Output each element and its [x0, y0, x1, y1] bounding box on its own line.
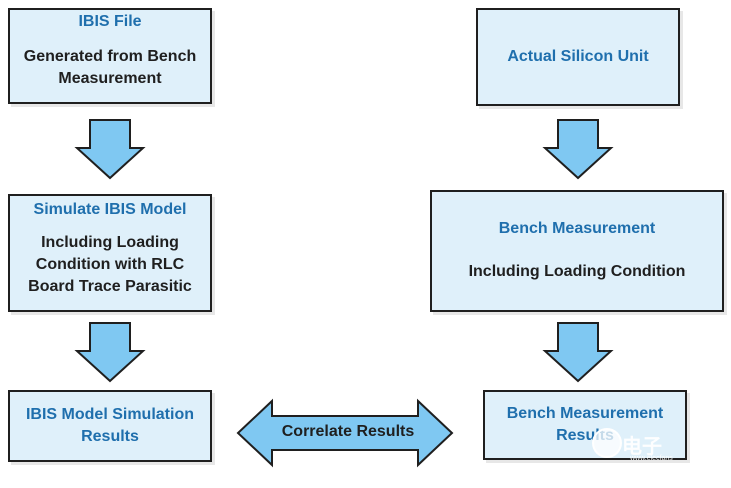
double-arrow-icon	[236, 398, 454, 468]
ibis-file-body: Generated from Bench Measurement	[23, 48, 197, 87]
simulate-ibis-title: Simulate IBIS Model	[33, 201, 187, 218]
ibis-file-title: IBIS File	[78, 13, 142, 30]
bench-measurement-body: Including Loading Condition	[468, 263, 686, 280]
actual-silicon-box: Actual Silicon Unit	[476, 8, 680, 106]
ibis-results-box: IBIS Model Simulation Results	[8, 390, 212, 462]
bench-measurement-box: Bench Measurement Including Loading Cond…	[430, 190, 724, 312]
watermark-subtext: www.elecfans	[630, 455, 673, 462]
down-arrow-icon	[74, 119, 146, 180]
down-arrow-icon	[542, 322, 614, 383]
simulate-ibis-box: Simulate IBIS Model Including Loading Co…	[8, 194, 212, 312]
down-arrow-icon	[542, 119, 614, 180]
ibis-file-box: IBIS File Generated from Bench Measureme…	[8, 8, 212, 104]
bench-measurement-title: Bench Measurement	[498, 220, 656, 237]
bench-results-box: Bench Measurement Results	[483, 390, 687, 460]
watermark-circle-icon	[592, 428, 622, 458]
correlate-results-label: Correlate Results	[281, 423, 415, 440]
simulate-ibis-body: Including Loading Condition with RLC Boa…	[28, 234, 192, 295]
ibis-results-title: IBIS Model Simulation Results	[25, 406, 194, 445]
actual-silicon-title: Actual Silicon Unit	[507, 48, 649, 65]
down-arrow-icon	[74, 322, 146, 383]
watermark-logo: 电子发 www.elecfans	[592, 428, 678, 487]
